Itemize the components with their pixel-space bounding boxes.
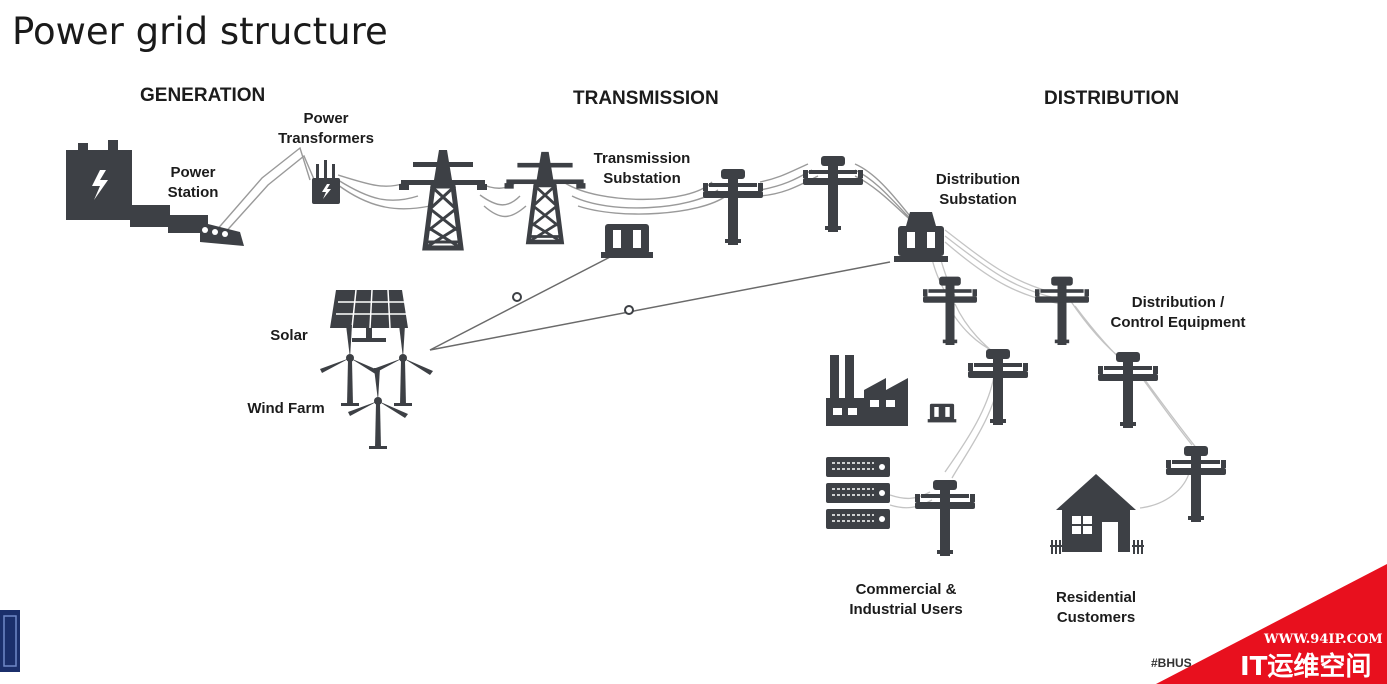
substation-icon [894, 212, 948, 262]
distribution-control-label-2: Control Equipment [1111, 314, 1246, 331]
residential-label-2: Customers [1057, 609, 1135, 626]
power-transformers-label-2: Transformers [278, 130, 374, 147]
utility-pole-icon [1166, 446, 1226, 522]
utility-pole-icon [968, 349, 1028, 425]
utility-pole-icon [1098, 352, 1158, 428]
transmission-substation-label-2: Substation [603, 170, 681, 187]
commercial-label-2: Industrial Users [849, 601, 962, 618]
page-title: Power grid structure [12, 10, 388, 53]
distribution-substation-label-1: Distribution [936, 171, 1020, 188]
transformer-icon [312, 160, 340, 204]
factory-icon [826, 355, 908, 426]
section-transmission: TRANSMISSION [573, 88, 719, 109]
utility-pole-icon [915, 480, 975, 556]
residential-label-1: Residential [1056, 589, 1136, 606]
transmission-substation-label-1: Transmission [594, 150, 691, 167]
watermark-banner: WWW.94IP.COM IT运维空间 [1156, 564, 1387, 684]
utility-pole-icon [1035, 276, 1089, 345]
power-transformers-label-1: Power [303, 110, 348, 127]
utility-pole-icon [923, 276, 977, 345]
corner-logo-icon [0, 610, 20, 672]
commercial-label-1: Commercial & [856, 581, 957, 598]
section-generation: GENERATION [140, 85, 265, 106]
transmission-tower-icon [399, 150, 487, 248]
house-icon [1050, 474, 1144, 554]
hashtag-text: #BHUS [1151, 656, 1192, 670]
utility-pole-icon [703, 169, 763, 245]
section-distribution: DISTRIBUTION [1044, 88, 1179, 109]
wind-farm-label: Wind Farm [247, 400, 324, 417]
utility-pole-icon [803, 156, 863, 232]
watermark-url: WWW.94IP.COM [1263, 632, 1383, 647]
solar-panel-icon [330, 289, 408, 342]
server-rack-icon [826, 457, 890, 529]
power-station-label-2: Station [168, 184, 219, 201]
wind-turbine-icon [348, 368, 408, 449]
watermark-text: IT运维空间 [1240, 651, 1371, 682]
power-station-label-1: Power [170, 164, 215, 181]
substation-icon [927, 403, 957, 423]
solar-label: Solar [270, 327, 308, 344]
power-station-icon [66, 140, 244, 246]
substation-icon [601, 224, 653, 258]
distribution-control-label-1: Distribution / [1132, 294, 1225, 311]
distribution-substation-label-2: Substation [939, 191, 1017, 208]
wind-turbine-icon [373, 325, 433, 406]
